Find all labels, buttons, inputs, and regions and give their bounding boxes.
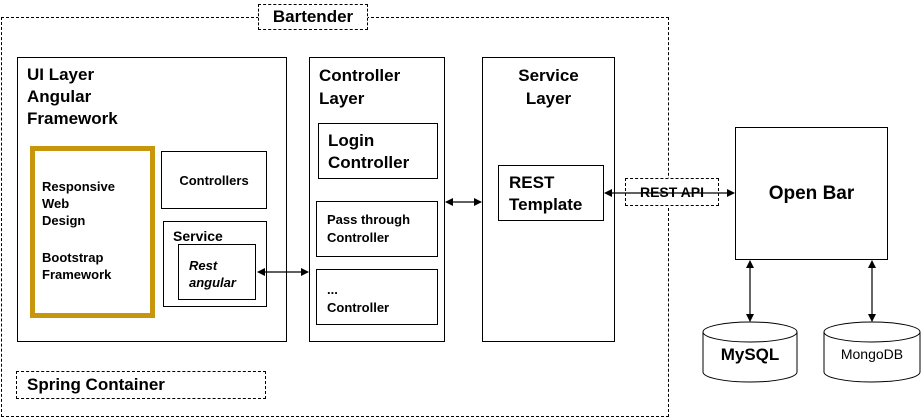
bartender-label-text: Bartender [272,7,354,26]
controller-layer-title-line: Controller [319,66,401,85]
responsive-line: Web [42,196,70,211]
bartender-label: Bartender [258,4,368,30]
responsive-design-text: Responsive Web Design [42,178,115,229]
ui-layer-title-line: Framework [27,109,118,128]
spring-container-label-text: Spring Container [27,375,165,394]
ui-layer-title-line: Angular [27,87,92,106]
responsive-line: Design [42,213,86,228]
responsive-line: Responsive [42,179,115,194]
rest-angular-line: angular [189,275,236,290]
rest-template-line: Template [509,195,583,214]
login-controller-line: Controller [328,153,410,172]
mongodb-label: MongoDB [841,346,903,362]
ui-controllers-label: Controllers [179,172,249,188]
mysql-label: MySQL [721,345,780,364]
bootstrap-line: Bootstrap [42,250,104,265]
other-controller-box: ... Controller [316,269,438,325]
spring-container-label: Spring Container [16,371,266,399]
ui-layer-title: UI Layer Angular Framework [27,64,118,130]
mysql-database: MySQL [702,321,798,383]
rest-angular-line: Rest [189,258,218,273]
login-controller-box: Login Controller [318,123,438,179]
rest-template-box: REST Template [498,165,604,221]
bootstrap-line: Framework [42,267,112,282]
controller-layer-title: Controller Layer [319,64,400,110]
open-bar-label: Open Bar [768,182,855,204]
other-controller-line: ... [327,282,338,297]
service-layer-title-line: Layer [525,89,572,108]
rest-template-line: REST [509,173,555,192]
service-layer-title-line: Service [518,66,579,85]
mongodb-database: MongoDB [823,321,921,383]
bootstrap-framework-text: Bootstrap Framework [42,249,111,283]
passthrough-controller-line: Pass through [327,212,411,227]
passthrough-controller-line: Controller [327,230,390,245]
open-bar-box: Open Bar [735,127,888,260]
passthrough-controller-box: Pass through Controller [316,201,438,257]
responsive-design-box [30,146,155,318]
login-controller-line: Login [328,131,375,150]
ui-controllers-box: Controllers [161,151,267,209]
rest-api-label-text: REST API [639,184,705,200]
ui-service-label: Service [173,228,223,244]
service-layer-title: Service Layer [482,64,615,110]
controller-layer-title-line: Layer [319,89,365,108]
other-controller-line: Controller [327,300,390,315]
rest-api-label: REST API [625,178,719,206]
ui-layer-title-line: UI Layer [27,65,95,84]
rest-angular-box: Rest angular [178,244,256,300]
